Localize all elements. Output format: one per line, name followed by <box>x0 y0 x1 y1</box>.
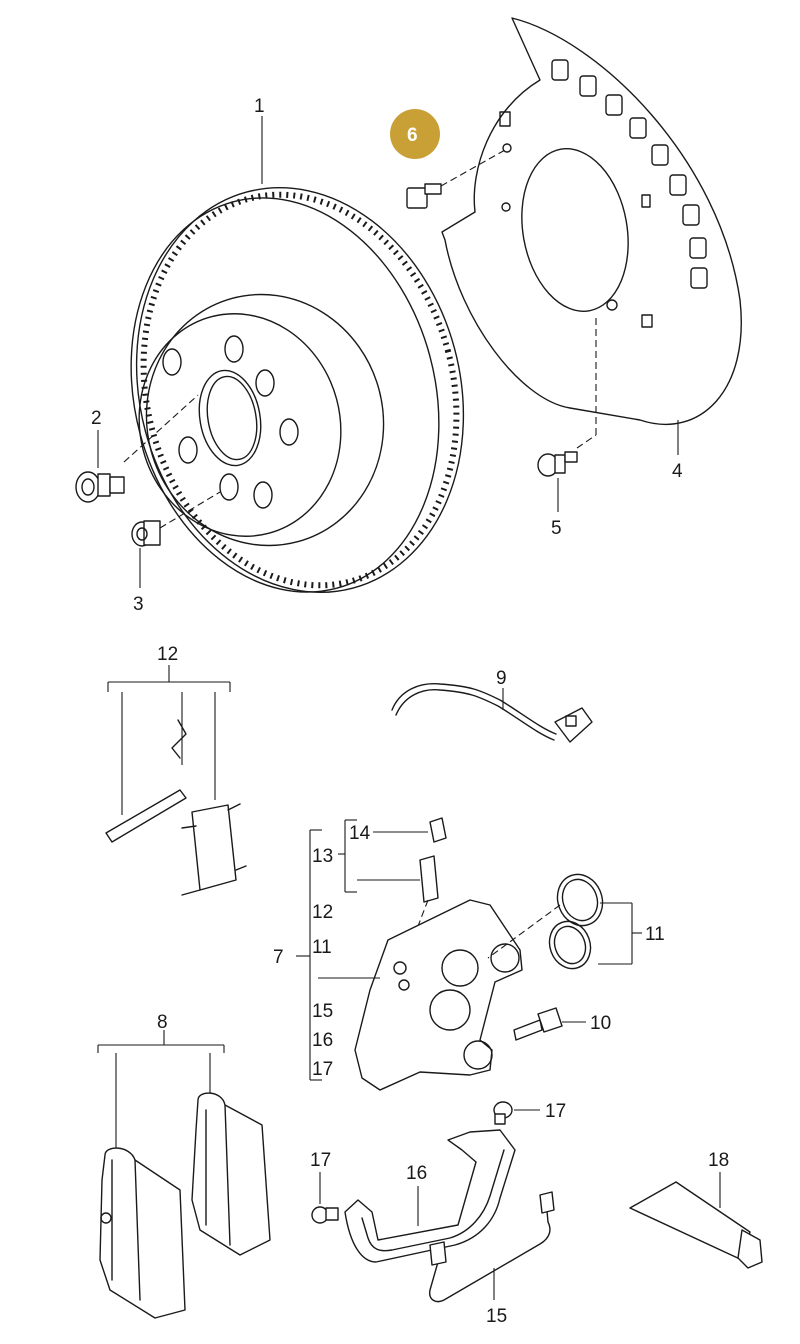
label-g11: 11 <box>312 937 332 958</box>
bushing[interactable] <box>131 520 161 547</box>
label-g12: 12 <box>312 902 333 923</box>
cover-plate[interactable] <box>441 17 742 426</box>
label-15: 15 <box>486 1306 507 1327</box>
label-11: 11 <box>645 924 665 945</box>
bleeder-valve-cap[interactable] <box>429 817 447 843</box>
label-7: 7 <box>273 947 284 968</box>
label-18: 18 <box>708 1150 729 1171</box>
cover-plate-screw[interactable] <box>537 451 578 477</box>
label-g15: 15 <box>312 1001 333 1022</box>
label-12: 12 <box>157 644 178 665</box>
bleeder-valve[interactable] <box>419 855 439 903</box>
brake-pad-inner[interactable] <box>191 1092 271 1256</box>
disc-screw[interactable] <box>75 471 125 503</box>
label-g16: 16 <box>312 1030 333 1051</box>
brake-pad-outer[interactable] <box>99 1147 186 1319</box>
badge-label-6: 6 <box>407 125 418 146</box>
label-14: 14 <box>349 823 371 844</box>
brake-disc[interactable] <box>88 151 507 630</box>
brake-line-bracket[interactable] <box>344 1129 516 1263</box>
seal-ring-lower[interactable] <box>543 916 597 975</box>
label-9: 9 <box>496 668 507 689</box>
label-1: 1 <box>254 96 265 117</box>
retaining-spring-clip[interactable] <box>171 719 187 759</box>
label-g17: 17 <box>312 1059 333 1080</box>
brake-line[interactable] <box>429 1191 555 1303</box>
spreader-spring[interactable] <box>181 803 247 896</box>
cover-plate-bolt[interactable] <box>406 183 442 209</box>
wear-sensor[interactable] <box>391 683 593 743</box>
grease-tube[interactable] <box>629 1181 763 1269</box>
label-17b: 17 <box>545 1101 566 1122</box>
label-10: 10 <box>590 1013 611 1034</box>
label-13: 13 <box>312 846 333 867</box>
bracket-screw-left[interactable] <box>311 1206 339 1224</box>
label-16: 16 <box>406 1163 427 1184</box>
label-17: 17 <box>310 1150 331 1171</box>
label-8: 8 <box>157 1012 168 1033</box>
label-5: 5 <box>551 518 562 539</box>
caliper-bolt[interactable] <box>513 1007 563 1041</box>
seal-ring-upper[interactable] <box>550 868 609 932</box>
guide-pin[interactable] <box>105 789 187 843</box>
bracket-screw-upper[interactable] <box>493 1101 513 1125</box>
label-4: 4 <box>672 461 683 482</box>
label-2: 2 <box>91 408 102 429</box>
label-3: 3 <box>133 594 144 615</box>
brake-caliper[interactable] <box>354 899 523 1091</box>
highlight-badge[interactable] <box>390 109 440 159</box>
